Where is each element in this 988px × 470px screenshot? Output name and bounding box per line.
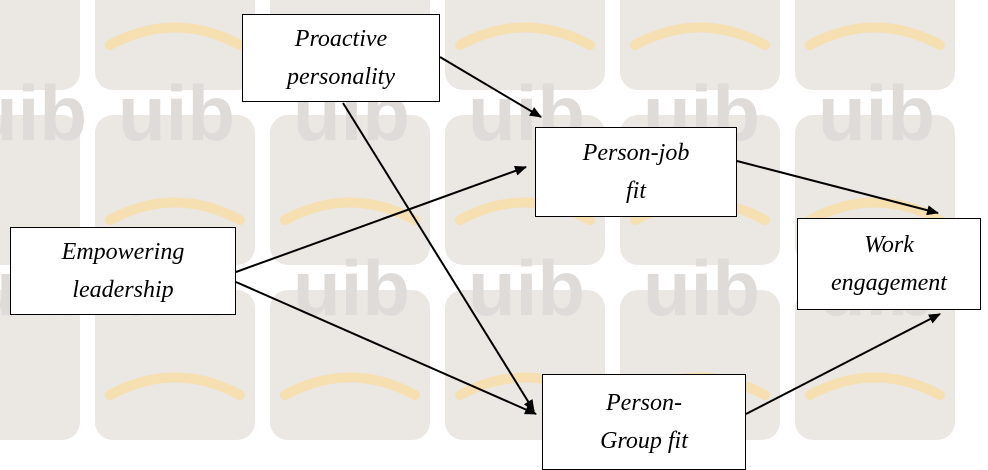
svg-text:uib: uib: [643, 244, 760, 332]
diagram-arrows: [235, 56, 941, 415]
svg-text:uib: uib: [0, 69, 87, 157]
node-proactive-personality-line1: Proactive: [294, 26, 388, 52]
arrow-proactive-to-person-job-fit: [439, 56, 542, 118]
node-person-group-fit-line1: Person-: [606, 390, 682, 416]
arrow-person-job-fit-to-work-engagement: [736, 160, 939, 216]
arrow-empowering-to-person-group-fit: [235, 281, 537, 415]
arrow-person-group-fit-to-work-engagement: [745, 313, 941, 415]
svg-text:uib: uib: [293, 244, 410, 332]
node-proactive-personality: Proactive personality: [242, 14, 440, 102]
node-work-engagement: Work engagement: [797, 218, 981, 310]
svg-text:uib: uib: [818, 69, 935, 157]
node-person-job-fit-line1: Person-job: [582, 140, 690, 166]
svg-text:uib: uib: [468, 244, 585, 332]
node-person-group-fit-line2: Group fit: [600, 428, 688, 454]
node-proactive-personality-line2: personality: [287, 64, 395, 90]
node-empowering-leadership-line2: leadership: [72, 277, 174, 303]
node-empowering-leadership: Empowering leadership: [10, 227, 236, 315]
node-person-job-fit-line2: fit: [625, 178, 646, 204]
node-work-engagement-line1: Work: [864, 232, 914, 258]
node-empowering-leadership-line1: Empowering: [61, 239, 185, 265]
node-work-engagement-line2: engagement: [831, 270, 947, 296]
node-person-job-fit: Person-job fit: [535, 127, 737, 217]
arrow-proactive-to-person-group-fit: [342, 102, 535, 412]
arrow-empowering-to-person-job-fit: [235, 166, 527, 273]
svg-text:uib: uib: [118, 69, 235, 157]
node-person-group-fit: Person- Group fit: [542, 374, 746, 470]
